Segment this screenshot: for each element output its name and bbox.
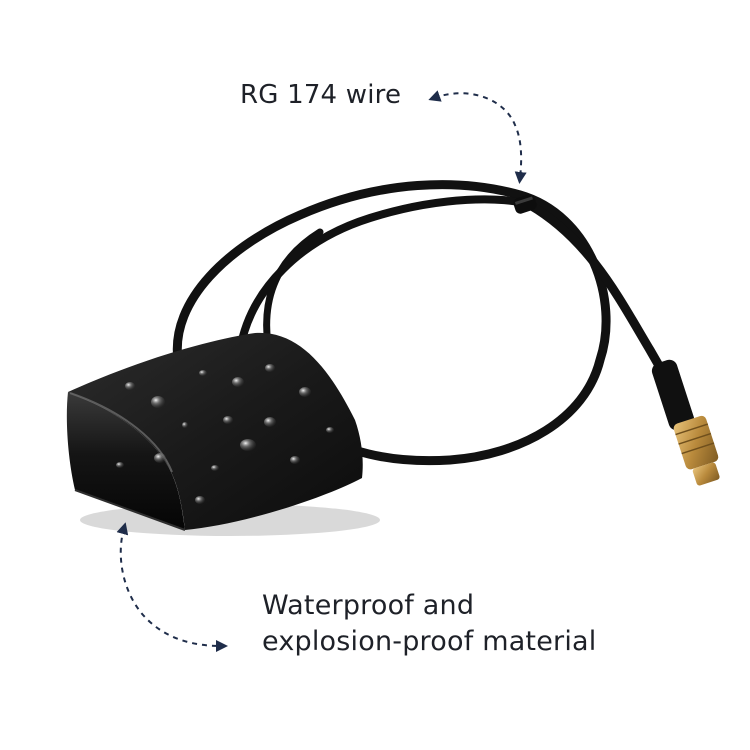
cable-ring bbox=[513, 194, 537, 214]
material-callout-label: Waterproof and explosion-proof material bbox=[262, 588, 596, 660]
wire-arrow-icon bbox=[428, 90, 527, 184]
material-callout-line-2: explosion-proof material bbox=[262, 626, 597, 657]
sma-connector bbox=[651, 359, 720, 486]
wire-callout-label: RG 174 wire bbox=[240, 80, 402, 110]
water-droplets bbox=[116, 364, 334, 504]
antenna-body bbox=[66, 332, 380, 536]
material-arrow-icon bbox=[116, 522, 228, 652]
material-callout-line-1: Waterproof and bbox=[262, 590, 475, 621]
